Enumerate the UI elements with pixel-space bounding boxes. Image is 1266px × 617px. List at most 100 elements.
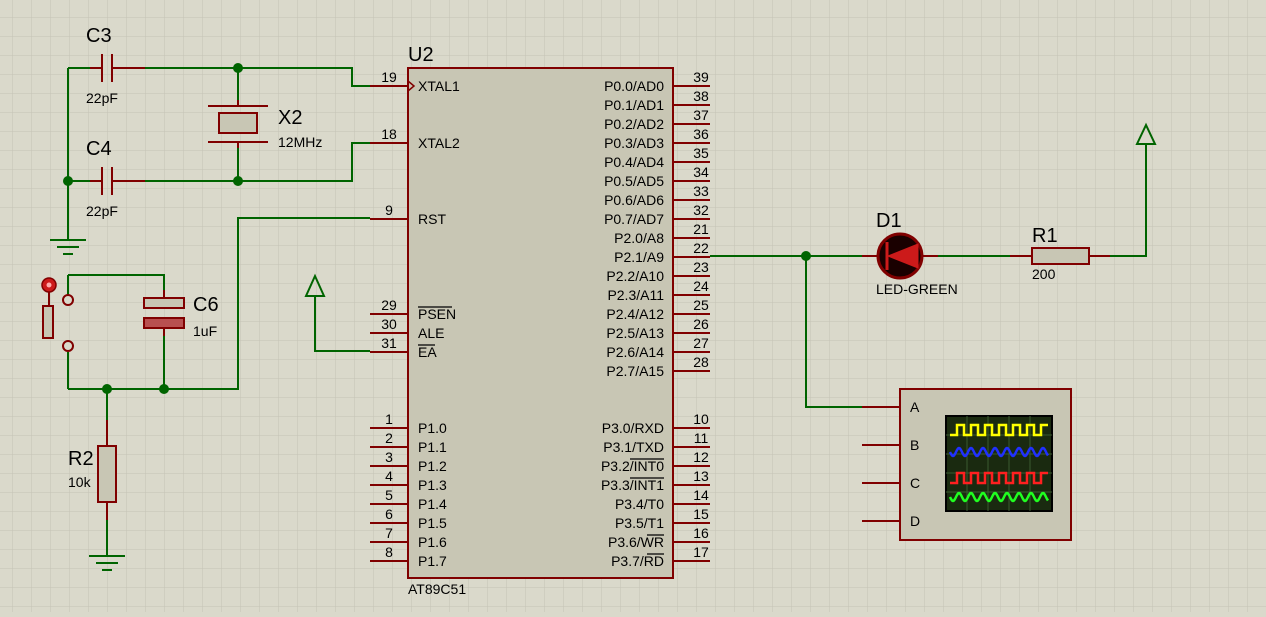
wire-xtal2[interactable] — [145, 142, 370, 182]
pin-number-label: 22 — [693, 240, 709, 256]
pin-number-label: 29 — [381, 297, 397, 313]
pin-name-label: P1.6 — [418, 534, 447, 550]
chip-right-pins: 39P0.0/AD038P0.1/AD137P0.2/AD236P0.3/AD3… — [601, 69, 710, 569]
pin-number-label: 34 — [693, 164, 709, 180]
pin-name-label: P0.1/AD1 — [604, 97, 664, 113]
pin-number-label: 18 — [381, 126, 397, 142]
pin-name-label: P3.6/WR — [608, 534, 664, 550]
c3-value-label: 22pF — [86, 90, 118, 106]
pin-name-label: P0.0/AD0 — [604, 78, 664, 94]
r1-body — [1031, 247, 1090, 265]
pin-number-label: 37 — [693, 107, 709, 123]
scope-channel-c-label: C — [910, 475, 920, 491]
pin-number-label: 23 — [693, 259, 709, 275]
pin-name-label: P0.6/AD6 — [604, 192, 664, 208]
pin-name-label: P1.3 — [418, 477, 447, 493]
pin-name-label: P2.4/A12 — [606, 306, 664, 322]
c6-value-label: 1uF — [193, 323, 217, 339]
pin-name-label: P2.1/A9 — [614, 249, 664, 265]
c6-ref-label: C6 — [193, 294, 219, 316]
junctions — [63, 63, 811, 394]
clock-arrow-icon — [407, 80, 416, 92]
d1-diode-icon — [886, 243, 919, 269]
pin-number-label: 39 — [693, 69, 709, 85]
ground-icon — [50, 239, 86, 255]
pin-number-label: 24 — [693, 278, 709, 294]
led-d1[interactable] — [862, 232, 938, 280]
chip-body[interactable] — [407, 67, 674, 579]
pin-name-label: P3.0/RXD — [602, 420, 664, 436]
resistor-r1[interactable] — [1010, 247, 1110, 265]
pin-number-label: 28 — [693, 354, 709, 370]
pin-number-label: 13 — [693, 468, 709, 484]
pin-number-label: 9 — [385, 202, 393, 218]
d1-ref-label: D1 — [876, 210, 902, 232]
pin-number-label: 10 — [693, 411, 709, 427]
pin-number-label: 12 — [693, 449, 709, 465]
pin-name-label: P0.3/AD3 — [604, 135, 664, 151]
ground-icon — [89, 555, 125, 571]
crystal-x2[interactable] — [208, 100, 268, 148]
pin-name-label: P2.2/A10 — [606, 268, 664, 284]
pin-name-label: P2.0/A8 — [614, 230, 664, 246]
chip-ref-label: U2 — [408, 44, 434, 66]
r1-ref-label: R1 — [1032, 225, 1058, 247]
pin-number-label: 2 — [385, 430, 393, 446]
capacitor-c3[interactable] — [90, 54, 145, 82]
pin-name-label: P3.1/TXD — [603, 439, 664, 455]
pin-name-label: EA — [418, 344, 437, 360]
chip-u2[interactable]: U2 AT89C51 19XTAL118XTAL29RST29PSEN30ALE… — [370, 44, 710, 597]
junction-dot — [159, 384, 169, 394]
power-terminal-icon — [304, 273, 326, 300]
junction-dot — [63, 176, 73, 186]
oscilloscope-traces — [948, 423, 1050, 503]
pin-name-label: P3.2/INT0 — [601, 458, 664, 474]
wire-xtal1[interactable] — [145, 67, 370, 87]
c6-plate-bottom — [143, 317, 185, 329]
r2-value-label: 10k — [68, 474, 92, 490]
pin-name-label: ALE — [418, 325, 444, 341]
c3-ref-label: C3 — [86, 25, 112, 47]
wire-r1-power[interactable] — [1110, 145, 1147, 257]
resistor-r2[interactable] — [97, 420, 117, 520]
pin-name-label: P2.7/A15 — [606, 363, 664, 379]
sine-wave-trace — [948, 446, 1050, 458]
sine-wave-trace — [948, 491, 1050, 503]
pin-name-label: PSEN — [418, 306, 456, 322]
pin-number-label: 19 — [381, 69, 397, 85]
wire-scope-a[interactable] — [805, 256, 862, 408]
switch-contact-top — [62, 294, 74, 306]
pin-name-label: P1.0 — [418, 420, 447, 436]
wire-reset-top[interactable] — [68, 274, 165, 290]
junction-dot — [801, 251, 811, 261]
wire-ea[interactable] — [314, 298, 370, 352]
capacitor-c4[interactable] — [90, 167, 145, 195]
reset-button[interactable] — [41, 277, 74, 352]
pin-number-label: 21 — [693, 221, 709, 237]
chip-left-pins: 19XTAL118XTAL29RST29PSEN30ALE31EA1P1.02P… — [370, 69, 460, 569]
pin-number-label: 36 — [693, 126, 709, 142]
pin-number-label: 3 — [385, 449, 393, 465]
pin-name-label: P1.7 — [418, 553, 447, 569]
pin-number-label: 33 — [693, 183, 709, 199]
pin-number-label: 15 — [693, 506, 709, 522]
pin-name-label: P1.2 — [418, 458, 447, 474]
chip-part-label: AT89C51 — [408, 581, 466, 597]
switch-plunger — [42, 305, 54, 339]
pin-name-label: P1.5 — [418, 515, 447, 531]
capacitor-c6[interactable] — [143, 290, 185, 336]
pin-number-label: 30 — [381, 316, 397, 332]
oscilloscope[interactable]: A B C D — [862, 388, 1072, 541]
pin-number-label: 31 — [381, 335, 397, 351]
square-wave-trace — [950, 471, 1048, 485]
junction-dot — [102, 384, 112, 394]
wires — [67, 67, 1147, 556]
pin-number-label: 6 — [385, 506, 393, 522]
pin-name-label: P2.3/A11 — [607, 287, 664, 303]
r1-value-label: 200 — [1032, 266, 1056, 282]
switch-contact-bottom — [62, 340, 74, 352]
wire-rst[interactable] — [68, 217, 370, 390]
c4-value-label: 22pF — [86, 203, 118, 219]
